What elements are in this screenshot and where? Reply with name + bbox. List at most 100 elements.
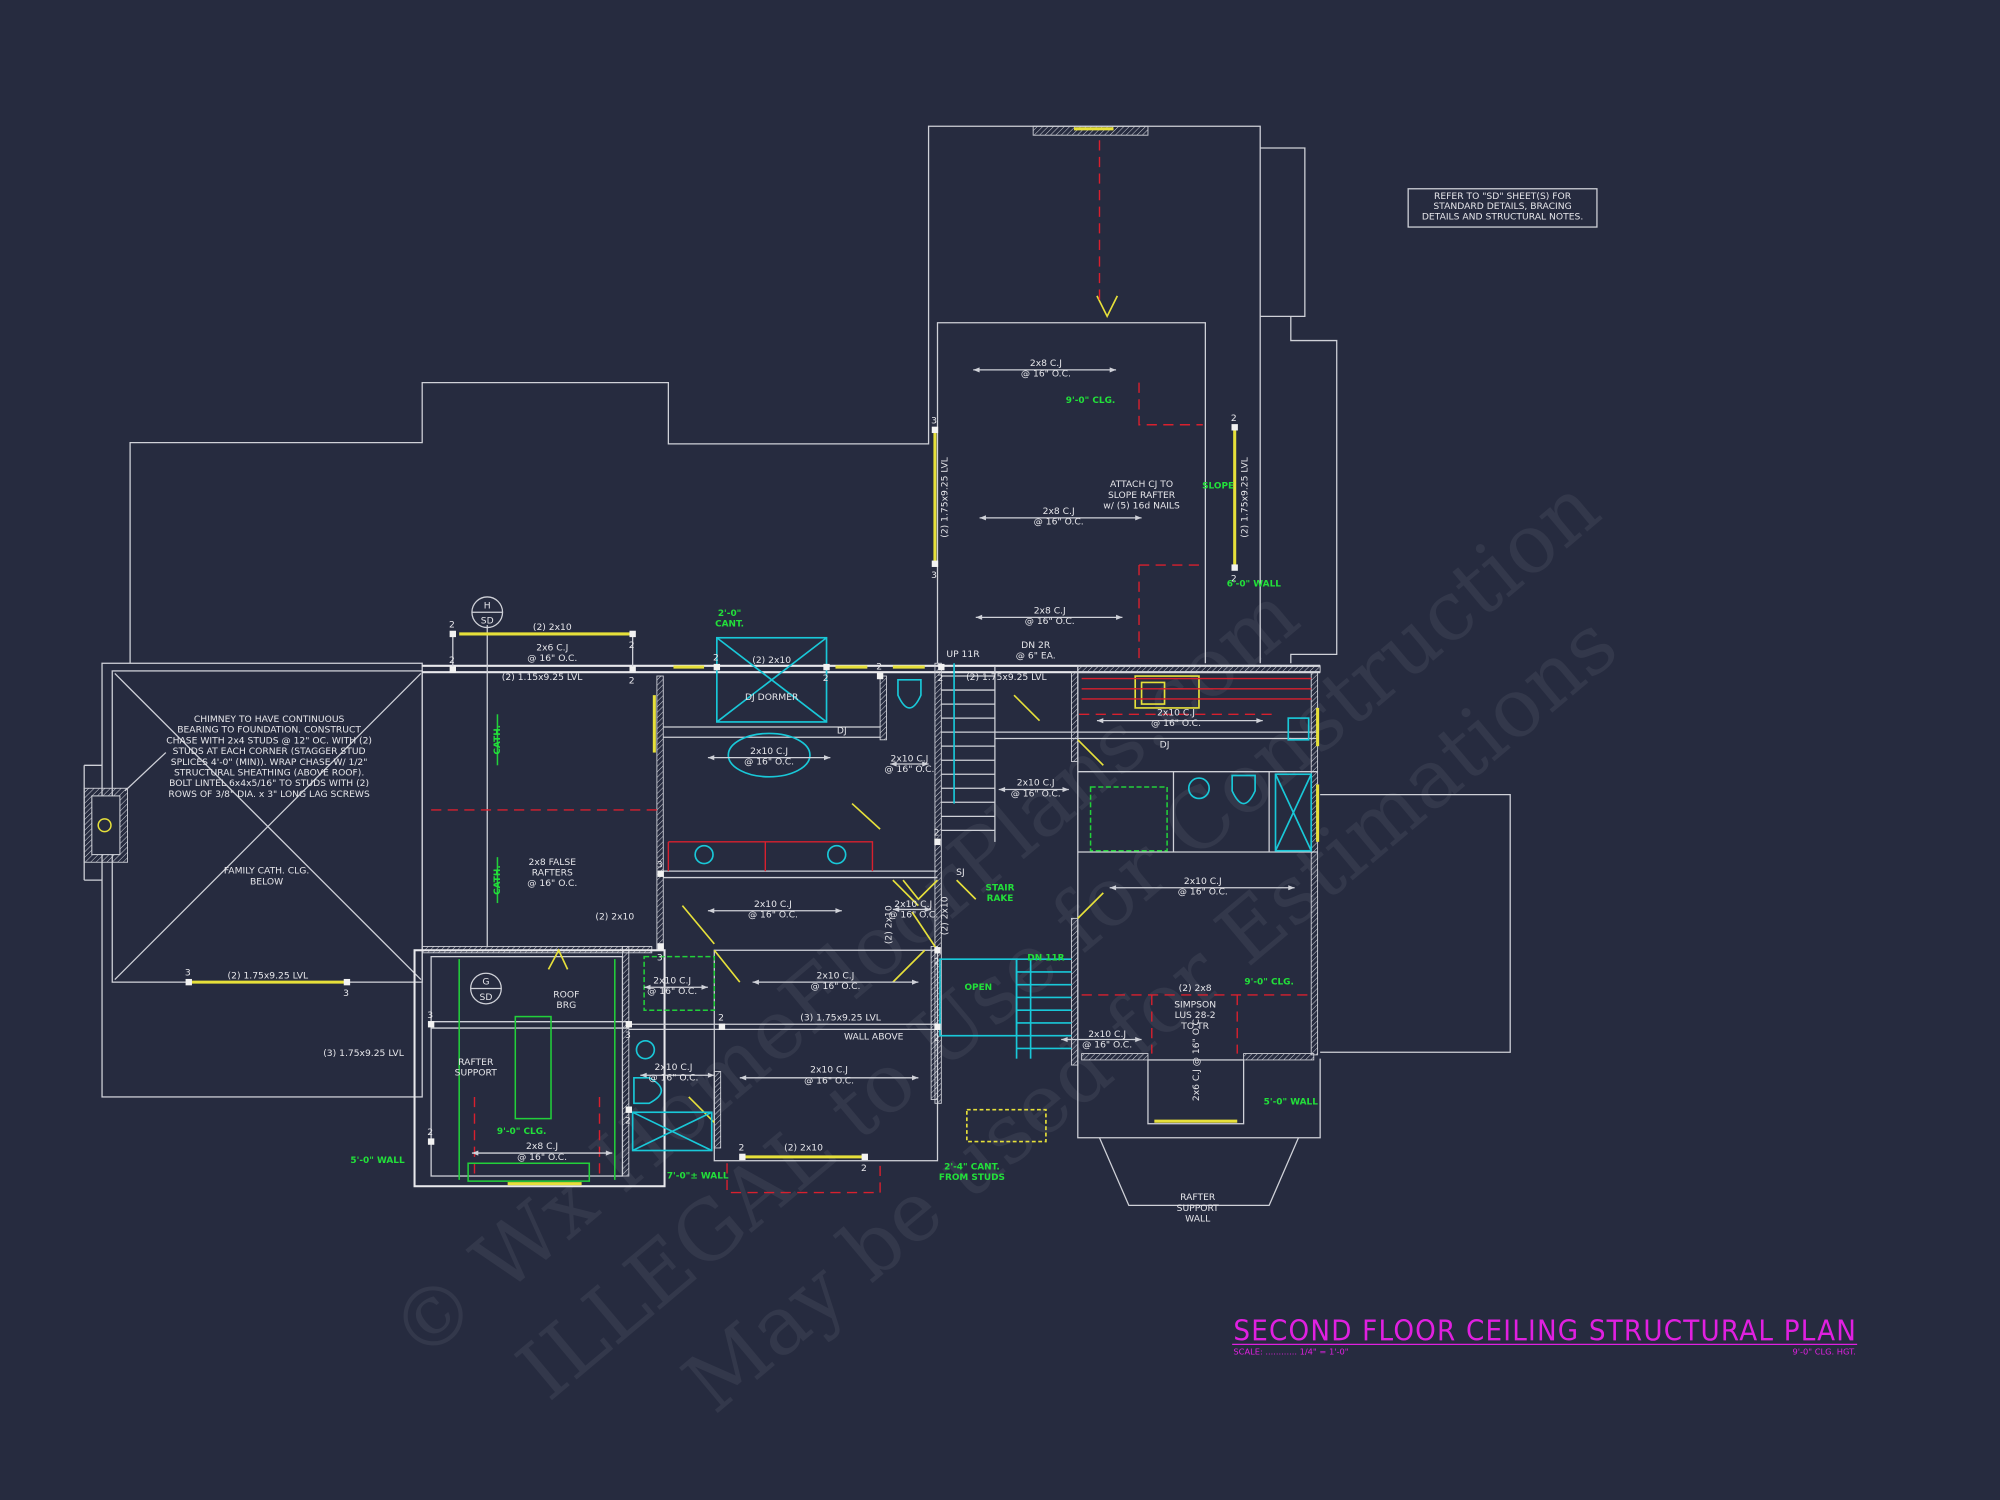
annotation-line: 9'-0" CLG. bbox=[497, 1127, 546, 1137]
post-label: 3 bbox=[657, 952, 663, 963]
annotation: (2) 2x8 bbox=[1179, 983, 1212, 994]
annotation: 9'-0" CLG. bbox=[1244, 978, 1293, 988]
annotation-line: @ 16" O.C. bbox=[1025, 616, 1075, 627]
annotation: DJ DORMER bbox=[745, 692, 799, 703]
annotation: 2x10 C.J@ 16" O.C. bbox=[1178, 876, 1228, 898]
toilet-icon bbox=[1231, 774, 1256, 805]
annotation-line: 2x10 C.J bbox=[894, 899, 932, 910]
annotation: (2) 1.75x9.25 LVL bbox=[966, 672, 1047, 683]
post bbox=[938, 663, 945, 671]
post-label: 3 bbox=[343, 988, 349, 999]
annotation-line: BELOW bbox=[250, 876, 283, 887]
sink-icon bbox=[635, 1039, 656, 1060]
annotation: 2x10 C.J@ 16" O.C. bbox=[744, 746, 794, 768]
vertical-annotation: (2) 2x10 bbox=[884, 905, 895, 944]
annotation-line: (2) 2x10 bbox=[752, 655, 791, 666]
annotation-line: ROOF bbox=[553, 989, 579, 1000]
annotation-line: @ 16" O.C. bbox=[884, 764, 934, 775]
annotation-line: SLOPE bbox=[1202, 482, 1234, 492]
annotation: 5'-0" WALL bbox=[350, 1156, 405, 1166]
annotation: 9'-0" CLG. bbox=[1066, 396, 1115, 406]
chimney-note-line: STUDS AT EACH CORNER (STAGGER STUD bbox=[173, 746, 366, 757]
annotation-line: (3) 1.75x9.25 LVL bbox=[323, 1048, 404, 1059]
vertical-annotations: CATH.CATH.(2) 1.75x9.25 LVL(2) 1.75x9.25… bbox=[493, 456, 1250, 1101]
post bbox=[449, 666, 456, 673]
annotation-line: (2) 1.75x9.25 LVL bbox=[228, 970, 309, 981]
annotation-line: FAMILY CATH. CLG. bbox=[224, 866, 309, 877]
annotation-line: UP 11R bbox=[946, 649, 980, 660]
post bbox=[823, 663, 830, 671]
annotation: 2x10 C.J@ 16" O.C. bbox=[804, 1065, 854, 1087]
annotation-line: 7'-0"± WALL bbox=[667, 1172, 729, 1182]
shower-icon bbox=[1274, 773, 1313, 852]
annotation-line: WALL ABOVE bbox=[844, 1032, 904, 1043]
green-lines bbox=[458, 714, 1168, 1182]
watermark: © Wx HomeFloorPlans.com ILLEGAL to Use f… bbox=[373, 460, 1635, 1432]
annotation: (2) 2x10 bbox=[533, 622, 572, 633]
annotation: SLOPE bbox=[1202, 482, 1234, 492]
chimney-note-line: ROWS OF 3/8" DIA. x 3" LONG LAG SCREWS bbox=[168, 789, 370, 800]
joist-span-arrows bbox=[471, 367, 1295, 1156]
post bbox=[713, 663, 721, 671]
post-label: 3 bbox=[931, 570, 937, 581]
annotation: OPEN bbox=[964, 983, 992, 993]
post bbox=[1231, 564, 1238, 571]
annotations: FAMILY CATH. CLG.BELOW (2) 1.75x9.25 LVL (… bbox=[224, 358, 1318, 1224]
post bbox=[657, 943, 664, 950]
annotation-line: (2) 1.15x9.25 LVL bbox=[502, 672, 583, 683]
watermark-line: ILLEGAL to Use for Construction bbox=[500, 460, 1617, 1419]
annotation-line: @ 16" O.C. bbox=[527, 878, 577, 889]
toilet-icon bbox=[897, 679, 922, 709]
annotation-line: w/ (5) 16d NAILS bbox=[1103, 500, 1180, 511]
note-line: REFER TO "SD" SHEET(S) FOR bbox=[1434, 191, 1572, 202]
annotation-line: 5'-0" WALL bbox=[350, 1156, 405, 1166]
fixtures bbox=[631, 636, 1313, 1152]
post-label: 2 bbox=[427, 1127, 433, 1138]
annotation-line: SIMPSON bbox=[1174, 1000, 1216, 1011]
annotation: (2) 1.15x9.25 LVL bbox=[502, 672, 583, 683]
post bbox=[934, 838, 941, 846]
drawing-title: SECOND FLOOR CEILING STRUCTURAL PLAN bbox=[1233, 1315, 1857, 1348]
annotation: 9'-0" CLG. bbox=[497, 1127, 546, 1137]
annotation-line: DJ bbox=[837, 725, 847, 736]
note-line: DETAILS AND STRUCTURAL NOTES. bbox=[1422, 211, 1583, 222]
annotation-line: @ 16" O.C. bbox=[1011, 788, 1061, 799]
section-marker-sheet: SD bbox=[480, 992, 493, 1003]
post bbox=[1231, 424, 1238, 431]
annotation-line: (2) 2x10 bbox=[595, 912, 634, 923]
annotation-line: 2x10 C.J bbox=[1088, 1029, 1126, 1040]
post bbox=[343, 978, 351, 986]
post-label: 2 bbox=[1231, 574, 1237, 585]
chimney-note-line: CHIMNEY TO HAVE CONTINUOUS bbox=[194, 714, 345, 725]
annotation: 2x6 C.J@ 16" O.C. bbox=[527, 643, 577, 665]
annotation: SJ bbox=[956, 867, 965, 878]
section-marker-letter: G bbox=[482, 977, 489, 988]
annotation-line: 2x8 C.J bbox=[1043, 506, 1075, 517]
annotation-line: @ 16" O.C. bbox=[1034, 517, 1084, 528]
annotation-line: 2x10 C.J bbox=[891, 753, 929, 764]
annotation-line: 2x6 C.J bbox=[536, 643, 568, 654]
annotation-line: 2x10 C.J bbox=[1184, 876, 1222, 887]
annotation-line: 5'-0" WALL bbox=[1264, 1098, 1319, 1108]
vertical-annotation: (2) 2x10 bbox=[940, 896, 951, 935]
walls bbox=[83, 125, 1321, 1188]
dormer-frame bbox=[716, 636, 828, 723]
annotation: DJ bbox=[1160, 739, 1170, 750]
annotation: DN 11R bbox=[1027, 953, 1064, 963]
annotation-line: @ 16" O.C. bbox=[1178, 887, 1228, 898]
annotation: (2) 1.75x9.25 LVL bbox=[228, 970, 309, 981]
annotation-line: OPEN bbox=[964, 983, 992, 993]
post bbox=[931, 560, 939, 567]
general-note-box: REFER TO "SD" SHEET(S) FOR STANDARD DETA… bbox=[1407, 188, 1598, 228]
post bbox=[427, 1138, 435, 1145]
annotation-line: 2x10 C.J bbox=[655, 1062, 693, 1073]
annotation: 2x10 C.J@ 16" O.C. bbox=[810, 970, 860, 992]
ceiling-height: 9'-0" CLG. HGT. bbox=[1792, 1347, 1855, 1357]
annotation: 2x10 C.J@ 16" O.C. bbox=[648, 1062, 698, 1084]
chimney-note-line: CHASE WITH 2x4 STUDS @ 12" OC. WITH (2) bbox=[166, 735, 372, 746]
